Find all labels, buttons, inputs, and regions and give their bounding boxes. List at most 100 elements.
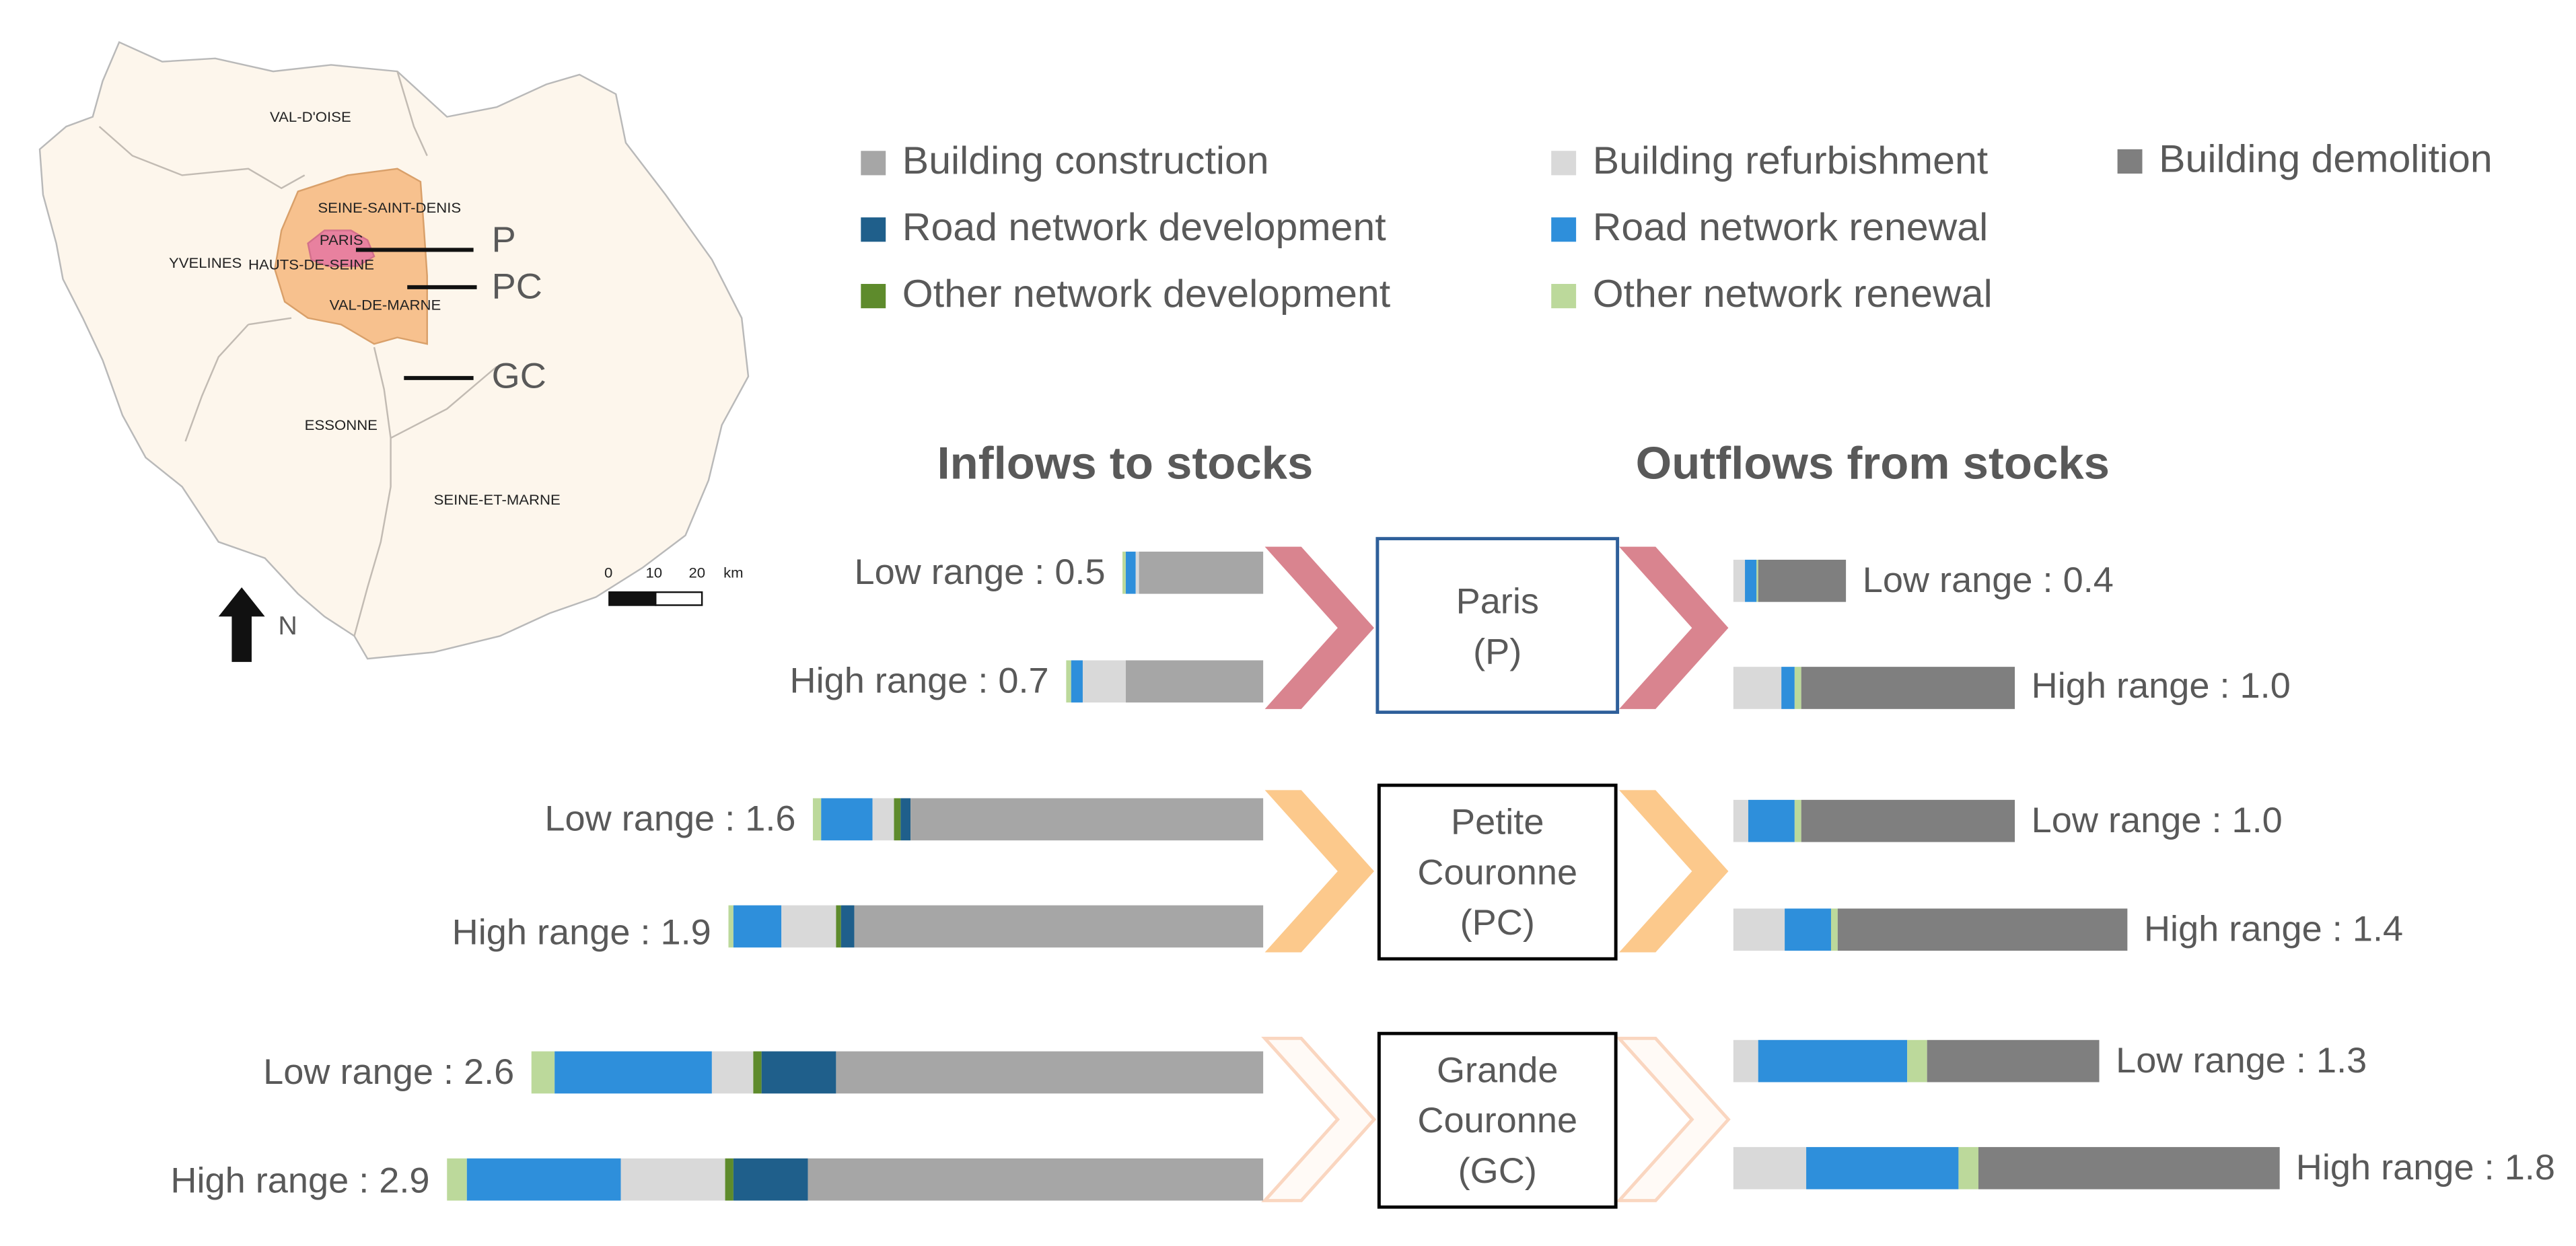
region-name-line: Couronne [1417, 1099, 1578, 1141]
zone-label-p: P [491, 219, 516, 260]
inflow-label-paris-low: Low range : 0.5 [854, 551, 1106, 593]
map-label-essonne: ESSONNE [304, 416, 378, 433]
outflow-label-gc-low: Low range : 1.3 [2116, 1039, 2367, 1081]
bar-segment-road-network-renewal [734, 905, 782, 948]
map-label-paris: PARIS [319, 231, 363, 248]
legend-building-demolition: Building demolition [2117, 137, 2493, 184]
legend-other-network-development: Other network development [861, 272, 1390, 318]
outflow-label-gc-high: High range : 1.8 [2295, 1146, 2555, 1188]
bar-segment-other-network-renewal [1958, 1146, 1978, 1189]
legend-swatch [861, 283, 886, 307]
bar-segment-other-network-renewal [1832, 908, 1838, 951]
bar-segment-building-refurbishment [1733, 799, 1748, 842]
bar-segment-road-network-renewal [1071, 660, 1083, 703]
bar-segment-building-refurbishment [621, 1158, 726, 1201]
inflow-label-pc-low: Low range : 1.6 [544, 798, 796, 839]
bar-segment-building-construction [1139, 551, 1264, 594]
legend-other-network-renewal: Other network renewal [1551, 272, 1993, 318]
inflow-bar-gc-high [447, 1158, 1264, 1201]
inflow-bar-paris-high [1066, 660, 1264, 703]
bar-segment-building-refurbishment [1733, 1039, 1759, 1083]
bar-segment-road-network-renewal [1744, 559, 1756, 602]
legend-label: Road network renewal [1592, 206, 1989, 250]
bar-segment-road-network-renewal [1784, 908, 1832, 951]
arrow-in-pc [1264, 790, 1374, 953]
region-name-line: (GC) [1458, 1150, 1537, 1192]
bar-segment-road-network-development [762, 1051, 836, 1094]
bar-segment-building-demolition [1927, 1039, 2100, 1083]
bar-segment-building-refurbishment [1733, 667, 1781, 709]
bar-segment-building-refurbishment [1733, 1146, 1807, 1189]
bar-segment-other-network-renewal [531, 1051, 554, 1094]
outflow-bar-gc-low [1733, 1039, 2100, 1083]
bar-segment-road-network-renewal [1758, 1039, 1908, 1083]
inflow-bar-gc-low [531, 1051, 1264, 1094]
bar-segment-road-network-development [900, 798, 912, 841]
map-label-yvelines: YVELINES [168, 254, 242, 271]
inflow-bar-pc-high [728, 905, 1264, 948]
map-paris [307, 229, 375, 267]
inflow-bar-pc-low [812, 798, 1264, 841]
zone-label-gc: GC [491, 355, 546, 396]
bar-segment-road-network-development [840, 905, 855, 948]
bar-segment-building-refurbishment [1733, 908, 1785, 951]
legend-swatch [861, 216, 886, 242]
scale-bar-light [655, 591, 703, 606]
bar-segment-road-network-renewal [1806, 1146, 1959, 1189]
bar-segment-building-refurbishment [711, 1051, 754, 1094]
bar-segment-building-refurbishment [1136, 551, 1140, 594]
bar-segment-building-refurbishment [1083, 660, 1126, 703]
ile-de-france-map [38, 41, 750, 662]
legend-road-network-development: Road network development [861, 206, 1386, 252]
inflow-bar-paris-low [1122, 551, 1264, 594]
map-label-val-de-marne: VAL-DE-MARNE [329, 297, 441, 314]
legend-building-construction: Building construction [861, 139, 1269, 185]
bar-segment-road-network-renewal [1747, 799, 1795, 842]
arrow-in-gc [1261, 1036, 1377, 1202]
outflow-bar-paris-low [1733, 559, 1847, 602]
bar-segment-road-network-renewal [554, 1051, 712, 1094]
map-department-borders [98, 71, 497, 636]
bar-segment-road-network-renewal [466, 1158, 622, 1201]
bar-segment-building-refurbishment [871, 798, 895, 841]
inflow-label-pc-high: High range : 1.9 [452, 912, 711, 953]
bar-segment-building-refurbishment [1733, 559, 1745, 602]
legend-swatch [2117, 148, 2143, 173]
legend-swatch [1551, 150, 1577, 175]
bar-segment-building-demolition [1801, 667, 2015, 709]
bar-segment-other-network-renewal [1122, 551, 1126, 594]
inflow-label-gc-high: High range : 2.9 [170, 1160, 430, 1201]
legend-label: Building construction [902, 139, 1269, 184]
scale-tick-10: 10 [645, 564, 663, 581]
outflow-bar-pc-low [1733, 799, 2015, 842]
map-label-seine-et-marne: SEINE-ET-MARNE [433, 491, 561, 508]
outflow-label-pc-high: High range : 1.4 [2143, 908, 2404, 949]
legend-label: Other network renewal [1592, 272, 1993, 317]
arrow-out-gc [1615, 1036, 1731, 1202]
inflow-label-paris-high: High range : 0.7 [789, 660, 1049, 701]
bar-segment-building-demolition [1758, 559, 1847, 602]
bar-segment-other-network-renewal [1066, 660, 1072, 703]
inflow-label-gc-low: Low range : 2.6 [263, 1051, 515, 1092]
outflow-label-paris-high: High range : 1.0 [2031, 665, 2291, 706]
bar-segment-building-demolition [1801, 799, 2015, 842]
outflow-label-pc-low: Low range : 1.0 [2031, 799, 2283, 841]
scale-tick-20: 20 [688, 564, 706, 581]
map-label-hauts-de-seine: HAUTS-DE-SEINE [248, 256, 375, 273]
legend-label: Building demolition [2159, 137, 2493, 182]
bar-segment-road-network-renewal [1781, 667, 1795, 709]
region-box-paris: Paris (P) [1375, 537, 1620, 714]
bar-segment-building-refurbishment [781, 905, 836, 948]
outflow-bar-gc-high [1733, 1146, 2280, 1189]
region-box-petite-couronne: Petite Couronne (PC) [1377, 783, 1618, 961]
legend-road-network-renewal: Road network renewal [1551, 206, 1988, 252]
legend-building-refurbishment: Building refurbishment [1551, 139, 1988, 185]
region-box-grande-couronne: Grande Couronne (GC) [1377, 1031, 1618, 1209]
bar-segment-other-network-renewal [812, 798, 822, 841]
bar-segment-building-construction [855, 905, 1264, 948]
bar-segment-other-network-renewal [1756, 559, 1759, 602]
heading-outflows: Outflows from stocks [1635, 438, 2110, 488]
